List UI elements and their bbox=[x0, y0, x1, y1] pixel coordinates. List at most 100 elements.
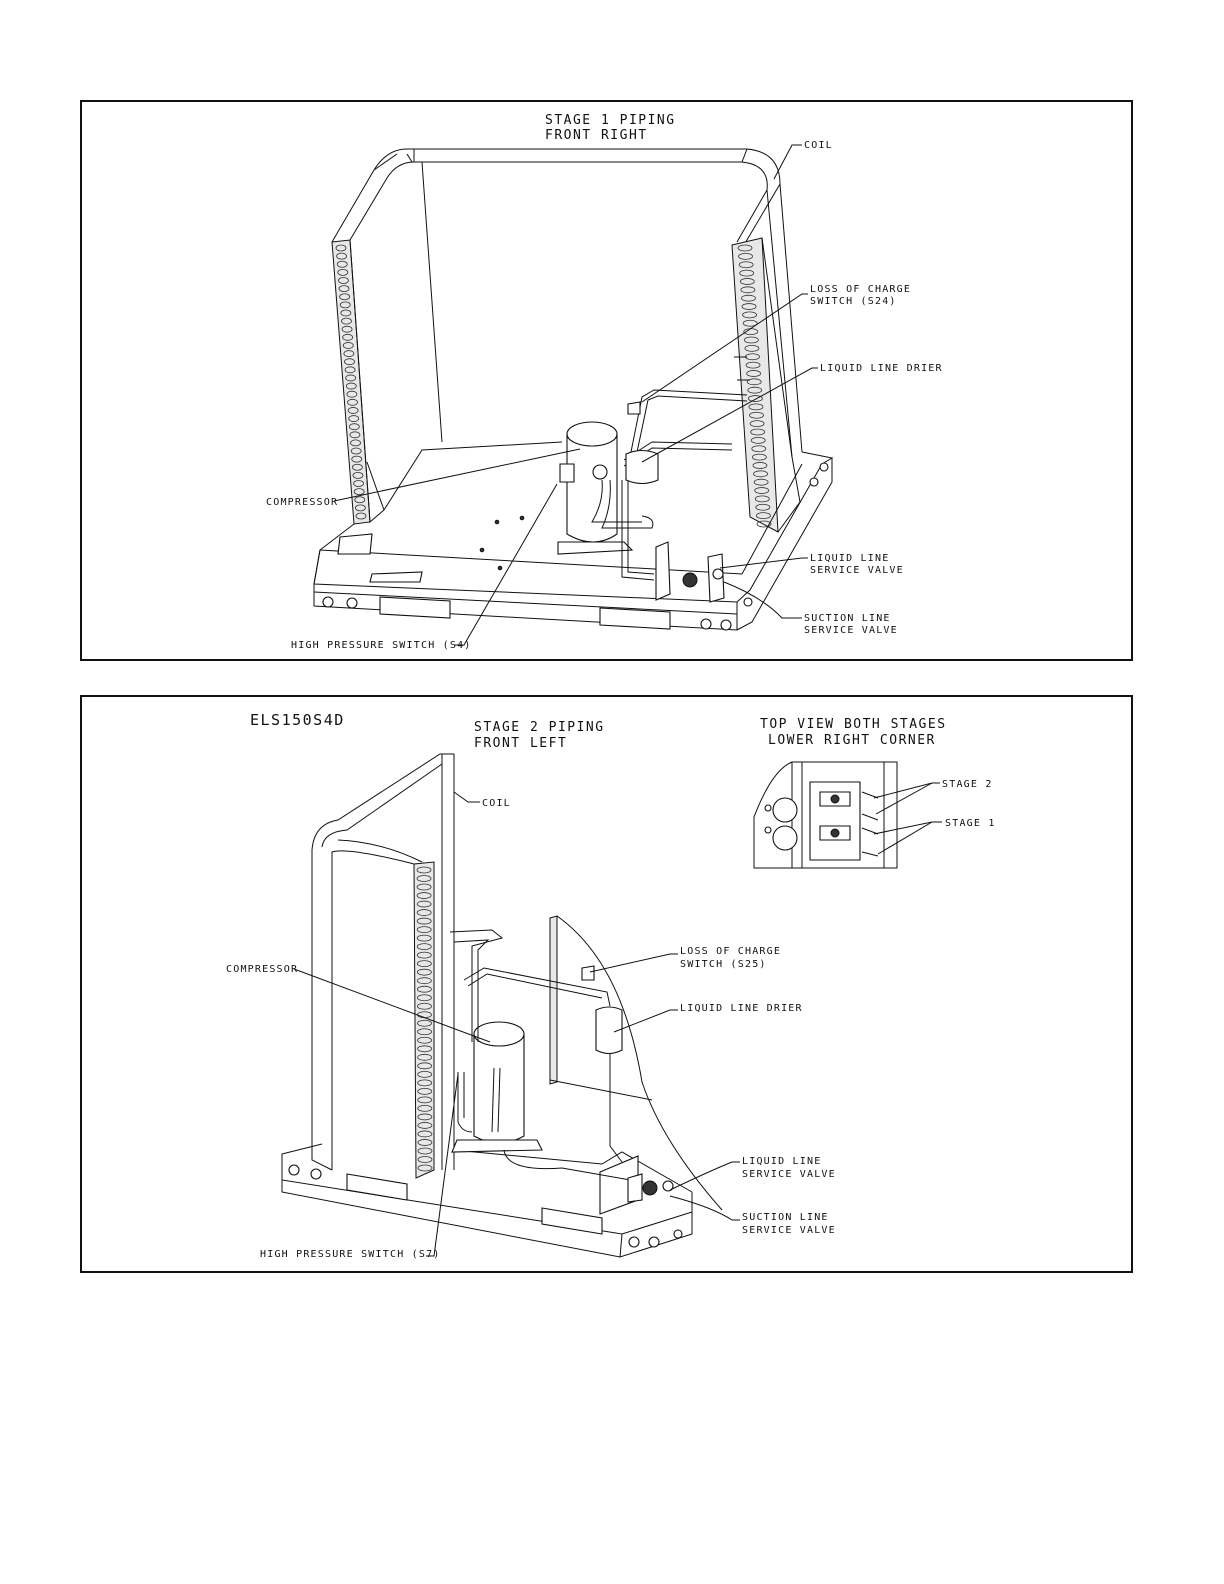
coil-fin-loop bbox=[416, 909, 432, 916]
coil-fin-loop bbox=[341, 317, 352, 325]
stage1-compressor bbox=[557, 421, 654, 555]
coil-fin-loop bbox=[416, 968, 432, 976]
coil-fin-loop bbox=[417, 1019, 432, 1027]
coil-fin-loop bbox=[416, 943, 432, 951]
coil-fin-loop bbox=[747, 395, 763, 402]
coil-fin-loop bbox=[417, 1062, 433, 1070]
coil-fin-loop bbox=[746, 378, 762, 386]
stage2-liquid-line-drier-label: LIQUID LINE DRIER bbox=[680, 1003, 803, 1014]
coil-fin-loop bbox=[416, 866, 432, 874]
coil-fin-loop bbox=[341, 325, 353, 333]
stage1-high-pressure-switch-label: HIGH PRESSURE SWITCH (S4) bbox=[291, 640, 472, 651]
coil-fin-loop bbox=[417, 1070, 433, 1078]
stage2-piping-panel: ELS150S4D STAGE 2 PIPING FRONT LEFT TOP … bbox=[80, 695, 1133, 1273]
coil-fin-loop bbox=[336, 252, 348, 260]
coil-fin-loop bbox=[417, 1036, 432, 1044]
stage2-coil-fins bbox=[416, 866, 433, 1172]
coil-fin-loop bbox=[740, 286, 756, 294]
coil-fin-loop bbox=[416, 985, 432, 993]
coil-fin-loop bbox=[416, 883, 432, 891]
coil-fin-loop bbox=[417, 1105, 433, 1112]
coil-fin-loop bbox=[352, 471, 364, 479]
coil-fin-loop bbox=[348, 423, 360, 431]
coil-fin-loop bbox=[417, 1113, 433, 1121]
coil-fin-loop bbox=[353, 480, 364, 487]
stage2-title-line1: STAGE 2 PIPING bbox=[474, 720, 605, 735]
coil-fin-loop bbox=[754, 495, 770, 503]
stage2-loss-of-charge-switch bbox=[581, 965, 595, 981]
coil-fin-loop bbox=[741, 303, 757, 310]
stage2-coil-cutaway bbox=[549, 915, 723, 1211]
stage2-liquid-line-drier bbox=[595, 1006, 623, 1055]
stage2-compressor-label: COMPRESSOR bbox=[226, 964, 298, 975]
coil-fin-loop bbox=[417, 1045, 433, 1053]
coil-fin-loop bbox=[416, 934, 432, 942]
coil-fin-loop bbox=[350, 439, 361, 447]
coil-fin-loop bbox=[756, 512, 771, 520]
coil-fin-loop bbox=[748, 403, 764, 411]
coil-fin-loop bbox=[417, 1002, 432, 1010]
stage1-piping-panel: STAGE 1 PIPING FRONT RIGHT bbox=[80, 100, 1133, 661]
coil-fin-loop bbox=[349, 431, 361, 439]
stage2-suction-valve-label-line2: SERVICE VALVE bbox=[742, 1225, 836, 1236]
coil-fin-loop bbox=[417, 1164, 433, 1172]
coil-fin-loop bbox=[416, 892, 432, 899]
stage1-suction-valve-label-line2: SERVICE VALVE bbox=[804, 625, 898, 636]
coil-fin-loop bbox=[752, 462, 768, 469]
coil-fin-loop bbox=[737, 244, 753, 252]
coil-fin-loop bbox=[744, 344, 760, 352]
coil-fin-loop bbox=[739, 269, 755, 277]
coil-fin-loop bbox=[417, 1079, 433, 1087]
stage2-liquid-valve-label-line2: SERVICE VALVE bbox=[742, 1169, 836, 1180]
stage1-loss-of-charge-switch bbox=[627, 401, 641, 415]
coil-fin-loop bbox=[416, 900, 432, 908]
stage1-compressor-label: COMPRESSOR bbox=[266, 497, 338, 508]
coil-fin-loop bbox=[342, 333, 354, 341]
stage2-title-line2: FRONT LEFT bbox=[474, 736, 567, 751]
stage1-base-pan bbox=[313, 441, 834, 631]
coil-fin-loop bbox=[416, 960, 432, 968]
coil-fin-loop bbox=[746, 370, 762, 377]
stage2-suction-valve-label-line1: SUCTION LINE bbox=[742, 1212, 829, 1223]
coil-fin-loop bbox=[416, 977, 432, 985]
coil-fin-loop bbox=[749, 420, 765, 428]
stage2-base-pan bbox=[281, 1079, 693, 1258]
coil-fin-loop bbox=[417, 1087, 433, 1095]
stage2-loss-of-charge-label-line1: LOSS OF CHARGE bbox=[680, 946, 781, 957]
coil-fin-loop bbox=[346, 390, 358, 398]
coil-fin-loop bbox=[347, 398, 358, 406]
stage1-title-line2: FRONT RIGHT bbox=[545, 128, 648, 143]
coil-fin-loop bbox=[336, 260, 348, 268]
stage1-liquid-valve-label-line2: SERVICE VALVE bbox=[810, 565, 904, 576]
coil-fin-loop bbox=[738, 252, 753, 260]
coil-fin-loop bbox=[344, 366, 356, 374]
inset-title-line1: TOP VIEW BOTH STAGES bbox=[760, 717, 947, 732]
top-view-inset bbox=[753, 761, 898, 869]
coil-fin-loop bbox=[753, 470, 768, 478]
stage1-service-valves bbox=[655, 541, 725, 603]
coil-fin-loop bbox=[353, 488, 365, 496]
coil-fin-loop bbox=[342, 342, 354, 349]
coil-fin-loop bbox=[344, 358, 355, 366]
coil-fin-loop bbox=[416, 875, 432, 882]
coil-fin-loop bbox=[339, 301, 351, 309]
model-number: ELS150S4D bbox=[250, 711, 345, 729]
coil-fin-loop bbox=[417, 1147, 433, 1155]
coil-fin-loop bbox=[354, 504, 366, 512]
coil-fin-loop bbox=[417, 994, 432, 1002]
coil-fin-loop bbox=[340, 309, 352, 317]
inset-leader-lines bbox=[873, 782, 942, 855]
coil-fin-loop bbox=[741, 294, 756, 302]
stage1-liquid-line-drier-label: LIQUID LINE DRIER bbox=[820, 363, 943, 374]
stage1-suction-valve-label-line1: SUCTION LINE bbox=[804, 613, 891, 624]
coil-fin-loop bbox=[742, 319, 758, 327]
coil-fin-loop bbox=[751, 453, 767, 461]
coil-fin-loop bbox=[345, 382, 357, 390]
stage1-loss-of-charge-label-line1: LOSS OF CHARGE bbox=[810, 284, 911, 295]
coil-fin-loop bbox=[417, 1130, 433, 1138]
stage2-high-pressure-switch-label: HIGH PRESSURE SWITCH (S7) bbox=[260, 1249, 441, 1260]
stage1-leader-lines bbox=[333, 144, 818, 646]
coil-fin-loop bbox=[355, 512, 367, 520]
coil-fin-loop bbox=[417, 1122, 433, 1129]
stage2-refrigerant-piping bbox=[449, 929, 643, 1183]
